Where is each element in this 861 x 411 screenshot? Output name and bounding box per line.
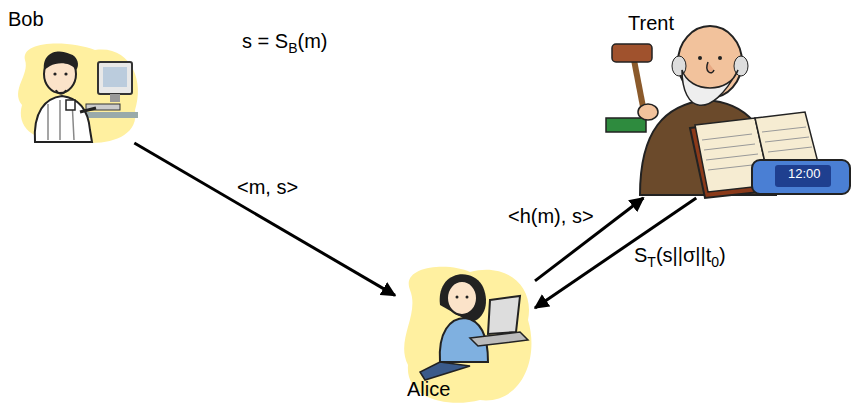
message-label: <m, s> (235, 176, 300, 199)
alice-figure (404, 267, 531, 403)
text-run: 0 (711, 254, 719, 270)
clock-display: 12:00 (786, 167, 823, 182)
person-node: Bob (8, 8, 138, 143)
text-run: 12:00 (788, 166, 821, 181)
text-run: S (634, 244, 647, 266)
bob-figure (18, 43, 138, 142)
person-name: Alice (407, 378, 450, 401)
message-label: <h(m), s> (506, 205, 596, 228)
text-run: Trent (628, 12, 674, 34)
text-run: <m, s> (237, 176, 298, 198)
person-name: Bob (8, 8, 44, 31)
text-run: ) (719, 244, 726, 266)
text-run: T (647, 254, 656, 270)
text-run: B (288, 40, 297, 56)
person-name: Trent (628, 12, 674, 35)
message-label: ST(s||σ||t0) (632, 244, 728, 270)
text-run: Bob (8, 8, 44, 30)
formula: s = SB(m) (240, 30, 329, 56)
text-run: Alice (407, 378, 450, 400)
person-node: Alice (395, 262, 535, 407)
text-run: (s||σ||t (656, 244, 711, 266)
text-run: <h(m), s> (508, 205, 594, 227)
trent-figure (606, 26, 850, 198)
text-run: s = S (242, 30, 288, 52)
text-run: (m) (297, 30, 327, 52)
message-arrow (134, 143, 395, 295)
